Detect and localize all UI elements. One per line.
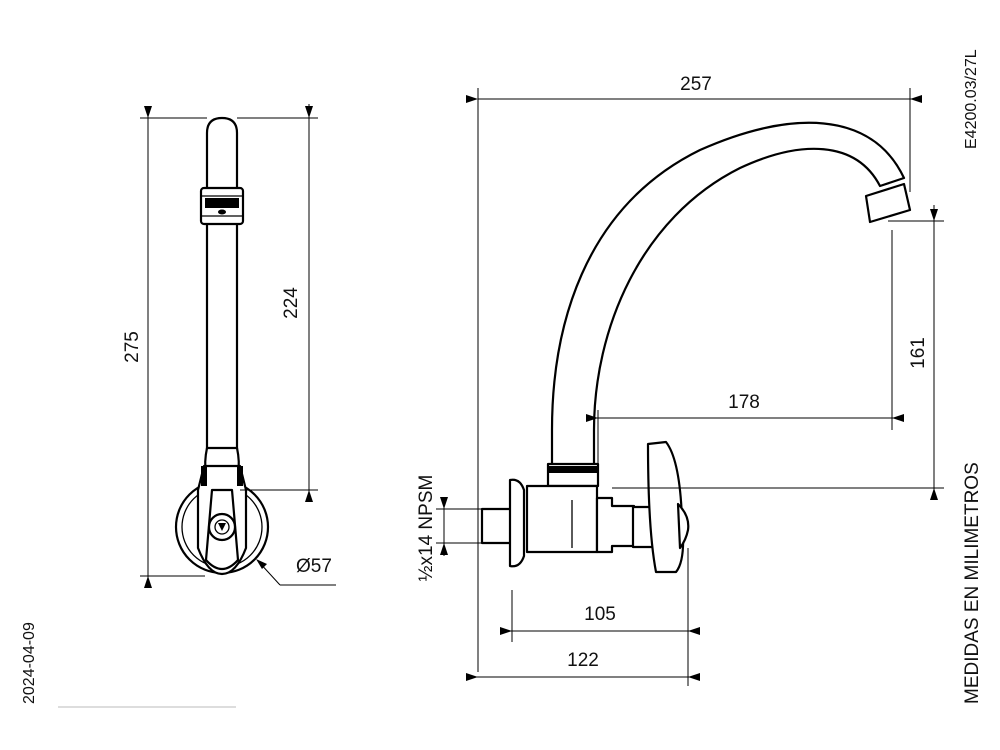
drawing-date: 2024-04-09: [21, 622, 38, 704]
side-inlet: [480, 507, 514, 545]
front-dimensions: 275 224 Ø57: [122, 104, 336, 588]
side-spout: [550, 121, 906, 468]
side-view: [480, 121, 912, 574]
front-pipe: [205, 116, 239, 464]
dim-inner-reach: 178: [728, 392, 760, 413]
side-dimensions: 257 161 178 ½x14 NPSM 105 122: [416, 74, 944, 686]
side-handle: [646, 440, 685, 574]
dim-total-length: 122: [567, 650, 599, 671]
dim-spout-height: 161: [908, 337, 929, 369]
side-flange: [508, 478, 526, 568]
dim-height-total: 275: [122, 331, 143, 363]
dim-spout-reach: 257: [680, 74, 712, 95]
dim-height-joint: 224: [281, 287, 302, 319]
side-body: [525, 484, 599, 554]
collar-knurl: [205, 198, 239, 208]
front-view: [174, 116, 270, 576]
drawing-code: E4200.03/27L: [963, 49, 980, 149]
dim-thread-spec: ½x14 NPSM: [416, 475, 437, 582]
dim-body-length: 105: [584, 604, 616, 625]
units-note: MEDIDAS EN MILIMETROS: [962, 462, 983, 704]
side-spout-tip: [864, 182, 912, 224]
dim-flange-diameter: Ø57: [296, 556, 332, 577]
